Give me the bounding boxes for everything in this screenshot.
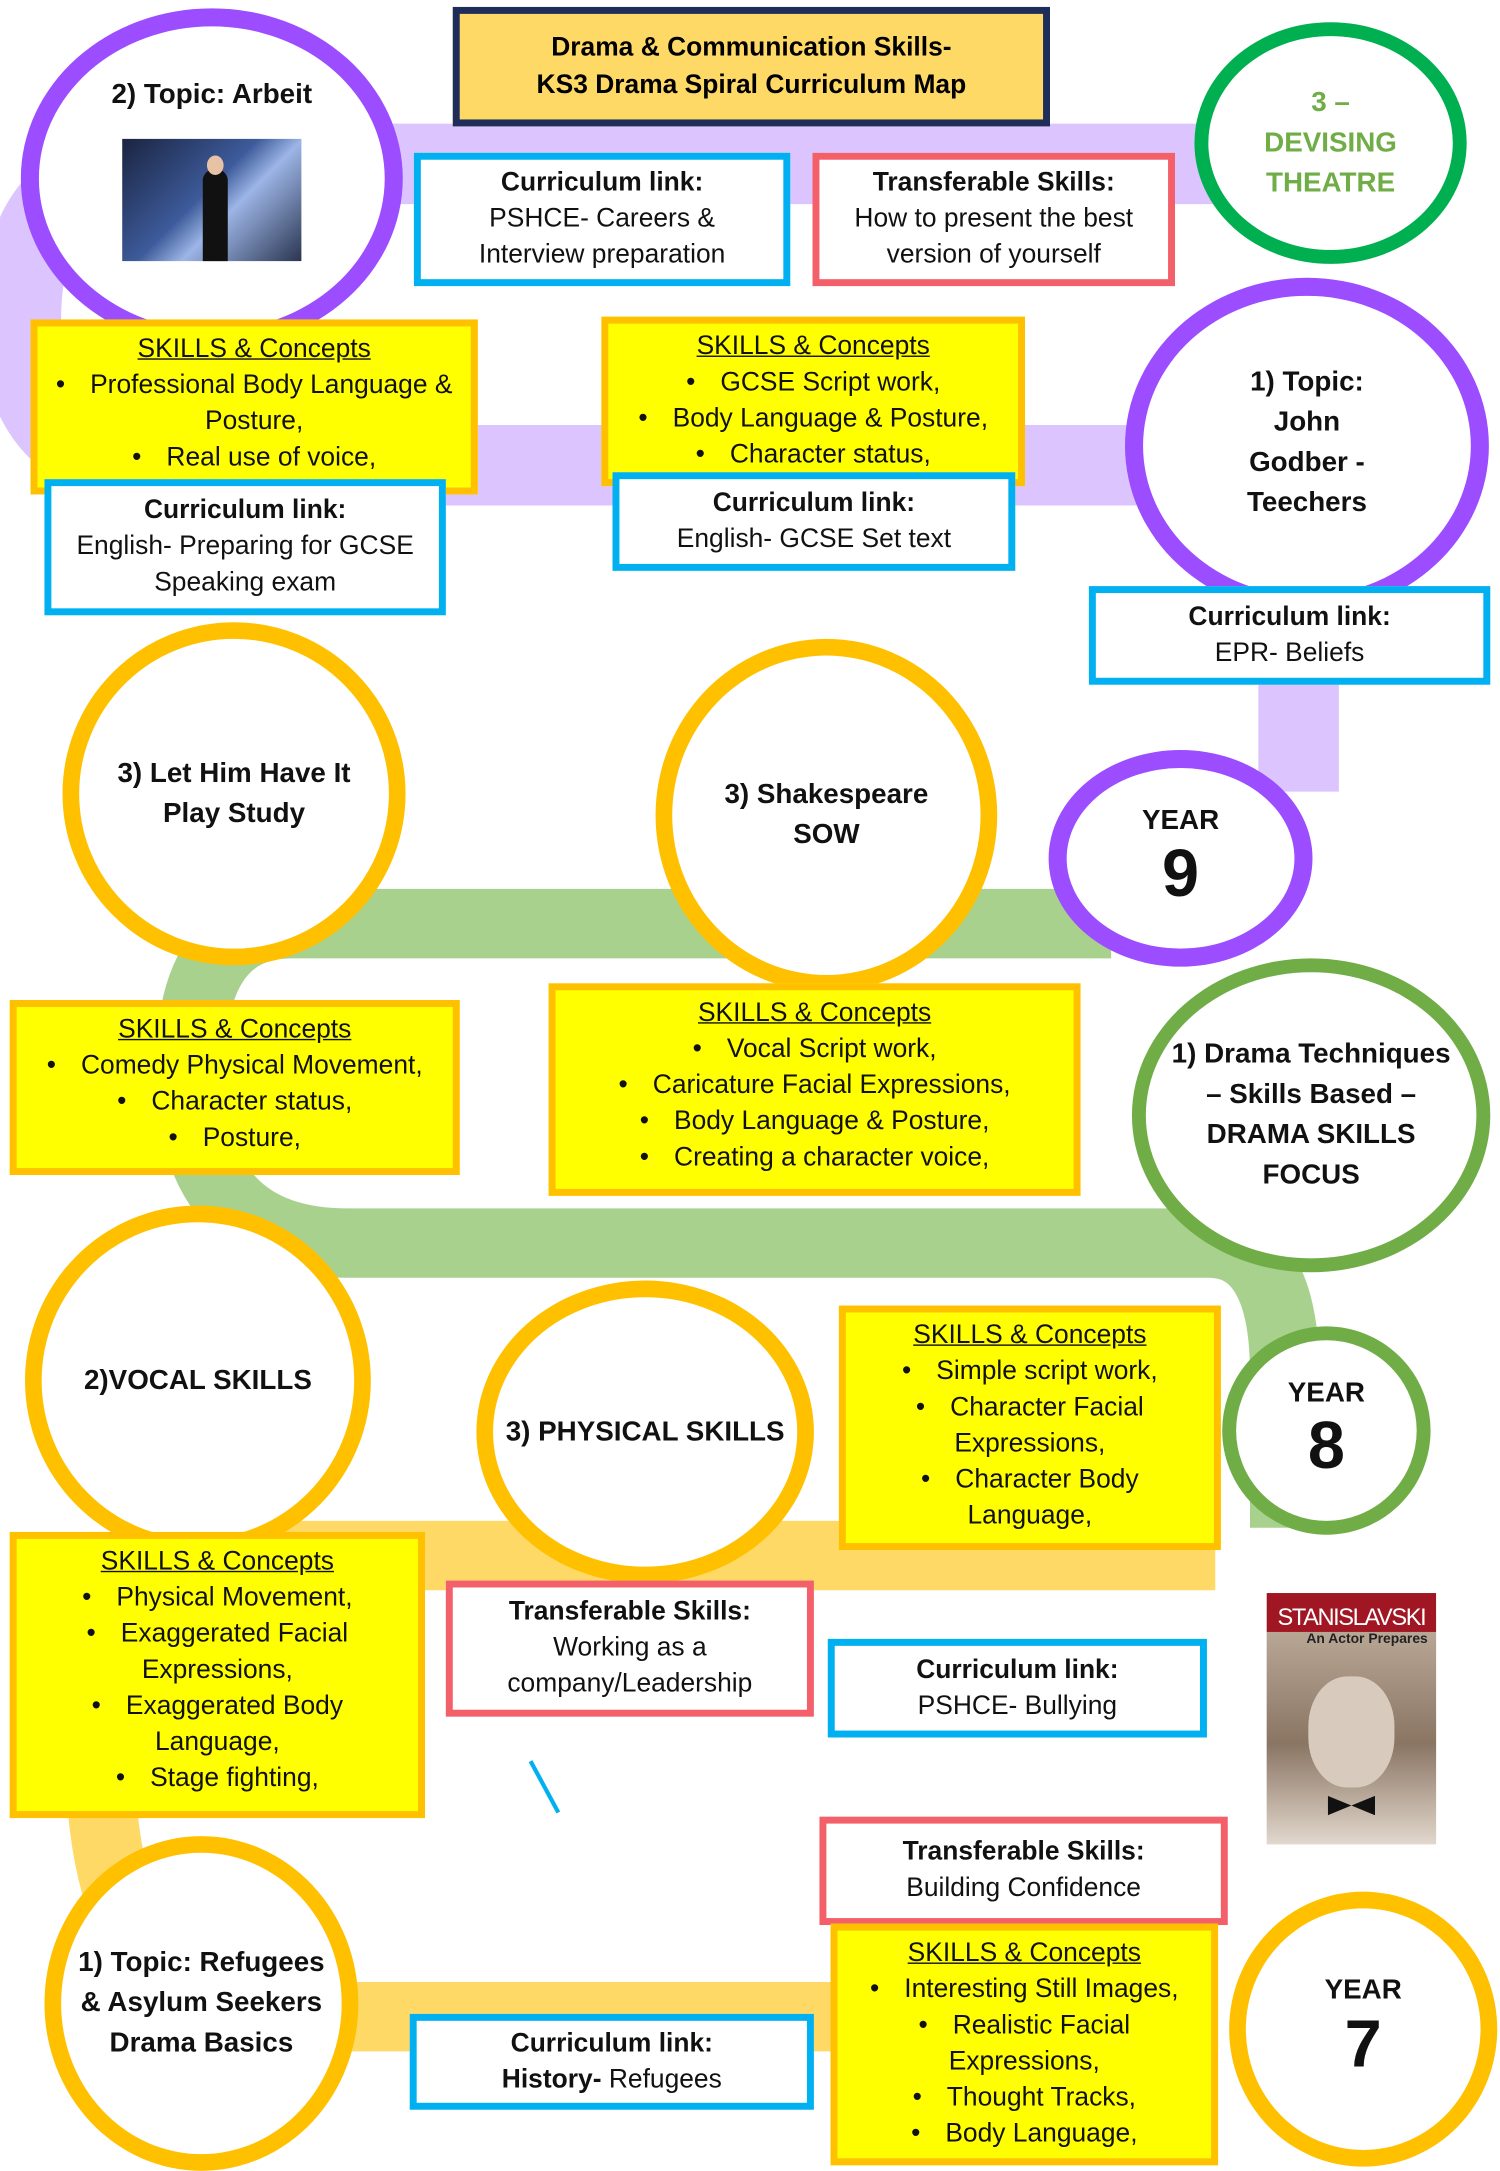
topic-drama-techniques: 1) Drama Techniques – Skills Based – DRA… [1131, 958, 1491, 1273]
skill-item: Exaggerated Facial Expressions, [50, 1617, 385, 1689]
skill-item: Character status, [17, 1085, 453, 1121]
topic-arbeit: 2) Topic: Arbeit [20, 8, 403, 349]
portrait-face [1308, 1676, 1395, 1788]
curriculum-link-careers: Curriculum link: PSHCE- Careers & Interv… [413, 152, 791, 287]
curriculum-link-epr: Curriculum link: EPR- Beliefs [1088, 586, 1491, 685]
skill-item: Caricature Facial Expressions, [556, 1068, 1074, 1104]
stanislavski-book-cover: STANISLAVSKI An Actor Prepares [1266, 1593, 1437, 1845]
connector-line [528, 1760, 561, 1814]
skills-physical: SKILLS & Concepts Physical Movement,Exag… [9, 1531, 426, 1819]
skill-item: Body Language & Posture, [608, 401, 1018, 437]
skill-item: Thought Tracks, [863, 2081, 1187, 2117]
curriculum-link-set-text: Curriculum link: English- GCSE Set text [612, 472, 1016, 571]
topic-physical-skills: 3) PHYSICAL SKILLS [476, 1280, 814, 1584]
topic-devising-theatre: 3 – DEVISING THEATRE [1194, 22, 1467, 264]
skill-item: Body Language, [863, 2117, 1187, 2153]
year-8-badge: YEAR 8 [1222, 1326, 1431, 1535]
skill-item: Posture, [17, 1121, 453, 1157]
skills-vocal: SKILLS & Concepts Simple script work,Cha… [838, 1305, 1221, 1551]
page-title: Drama & Communication Skills- KS3 Drama … [452, 6, 1051, 127]
transferable-skills-confidence: Transferable Skills: Building Confidence [819, 1816, 1228, 1926]
presenter-face [206, 155, 224, 176]
year-7-badge: YEAR 7 [1229, 1891, 1498, 2167]
curriculum-link-history: Curriculum link: History- Refugees [409, 2013, 814, 2110]
skill-item: Creating a character voice, [556, 1140, 1074, 1176]
skill-item: Vocal Script work, [556, 1032, 1074, 1068]
skill-item: Interesting Still Images, [863, 1972, 1187, 2008]
skill-item: Physical Movement, [50, 1581, 385, 1617]
presenter-figure [202, 169, 228, 262]
topic-john-godber: 1) Topic: John Godber - Teechers [1125, 277, 1489, 614]
skill-item: Real use of voice, [38, 440, 471, 476]
skill-item: GCSE Script work, [608, 365, 1018, 401]
skill-item: Professional Body Language & Posture, [38, 368, 471, 440]
skills-refugees: SKILLS & Concepts Interesting Still Imag… [830, 1923, 1219, 2166]
skill-item: Character Facial Expressions, [874, 1390, 1187, 1462]
skill-item: Realistic Facial Expressions, [863, 2008, 1187, 2080]
skill-item: Exaggerated Body Language, [50, 1689, 385, 1761]
curriculum-link-bullying: Curriculum link: PSHCE- Bullying [827, 1638, 1207, 1738]
transferable-skills-present: Transferable Skills: How to present the … [812, 152, 1176, 287]
year-9-badge: YEAR 9 [1048, 750, 1313, 967]
skills-let-him-have-it: SKILLS & Concepts Comedy Physical Moveme… [9, 1000, 460, 1176]
book-title-band: STANISLAVSKI [1266, 1593, 1437, 1632]
skills-godber: SKILLS & Concepts GCSE Script work,Body … [601, 316, 1026, 487]
topic-shakespeare: 3) Shakespeare SOW [655, 638, 998, 992]
arbeit-photo [122, 138, 302, 262]
topic-let-him-have-it: 3) Let Him Have It Play Study [62, 622, 406, 966]
skill-item: Stage fighting, [50, 1761, 385, 1797]
skills-shakespeare: SKILLS & Concepts Vocal Script work,Cari… [548, 983, 1081, 1196]
book-subtitle: An Actor Prepares [1306, 1631, 1428, 1648]
skill-item: Body Language & Posture, [556, 1104, 1074, 1140]
curriculum-link-speaking-exam: Curriculum link: English- Preparing for … [44, 479, 446, 616]
skills-arbeit: SKILLS & Concepts Professional Body Lang… [30, 319, 478, 495]
transferable-skills-company: Transferable Skills: Working as a compan… [445, 1580, 814, 1717]
skill-item: Character Body Language, [874, 1463, 1187, 1535]
skill-item: Character status, [608, 438, 1018, 474]
skill-item: Simple script work, [874, 1354, 1187, 1390]
portrait-bowtie [1327, 1795, 1376, 1816]
skill-item: Comedy Physical Movement, [17, 1049, 453, 1085]
topic-vocal-skills: 2)VOCAL SKILLS [25, 1205, 371, 1556]
topic-refugees: 1) Topic: Refugees & Asylum Seekers Dram… [44, 1836, 359, 2171]
